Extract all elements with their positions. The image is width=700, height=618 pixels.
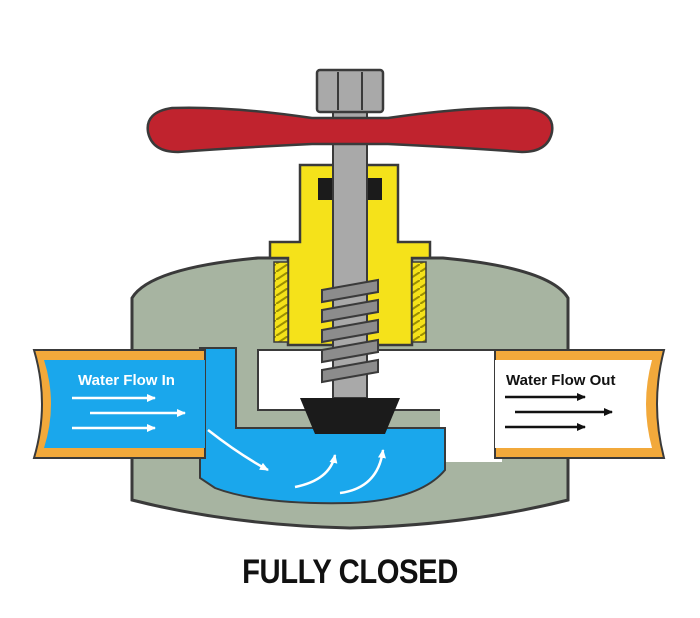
inlet-pipe xyxy=(32,349,206,459)
valve-state-caption: FULLY CLOSED xyxy=(242,553,458,591)
flow-out-label: Water Flow Out xyxy=(506,372,615,389)
outlet-pipe xyxy=(494,349,666,459)
washer-disc xyxy=(300,398,400,434)
flow-in-label: Water Flow In xyxy=(78,372,175,389)
t-handle xyxy=(146,106,554,154)
flow-arrow-icon xyxy=(294,454,338,489)
flow-arrow-icon xyxy=(339,449,386,495)
inflow-arrows xyxy=(72,394,386,495)
outlet-channel xyxy=(440,352,502,462)
outflow-arrows xyxy=(505,393,613,431)
stem-thread-icon xyxy=(321,278,379,384)
flow-arrow-icon xyxy=(207,429,269,472)
hex-nut-icon xyxy=(315,68,385,114)
